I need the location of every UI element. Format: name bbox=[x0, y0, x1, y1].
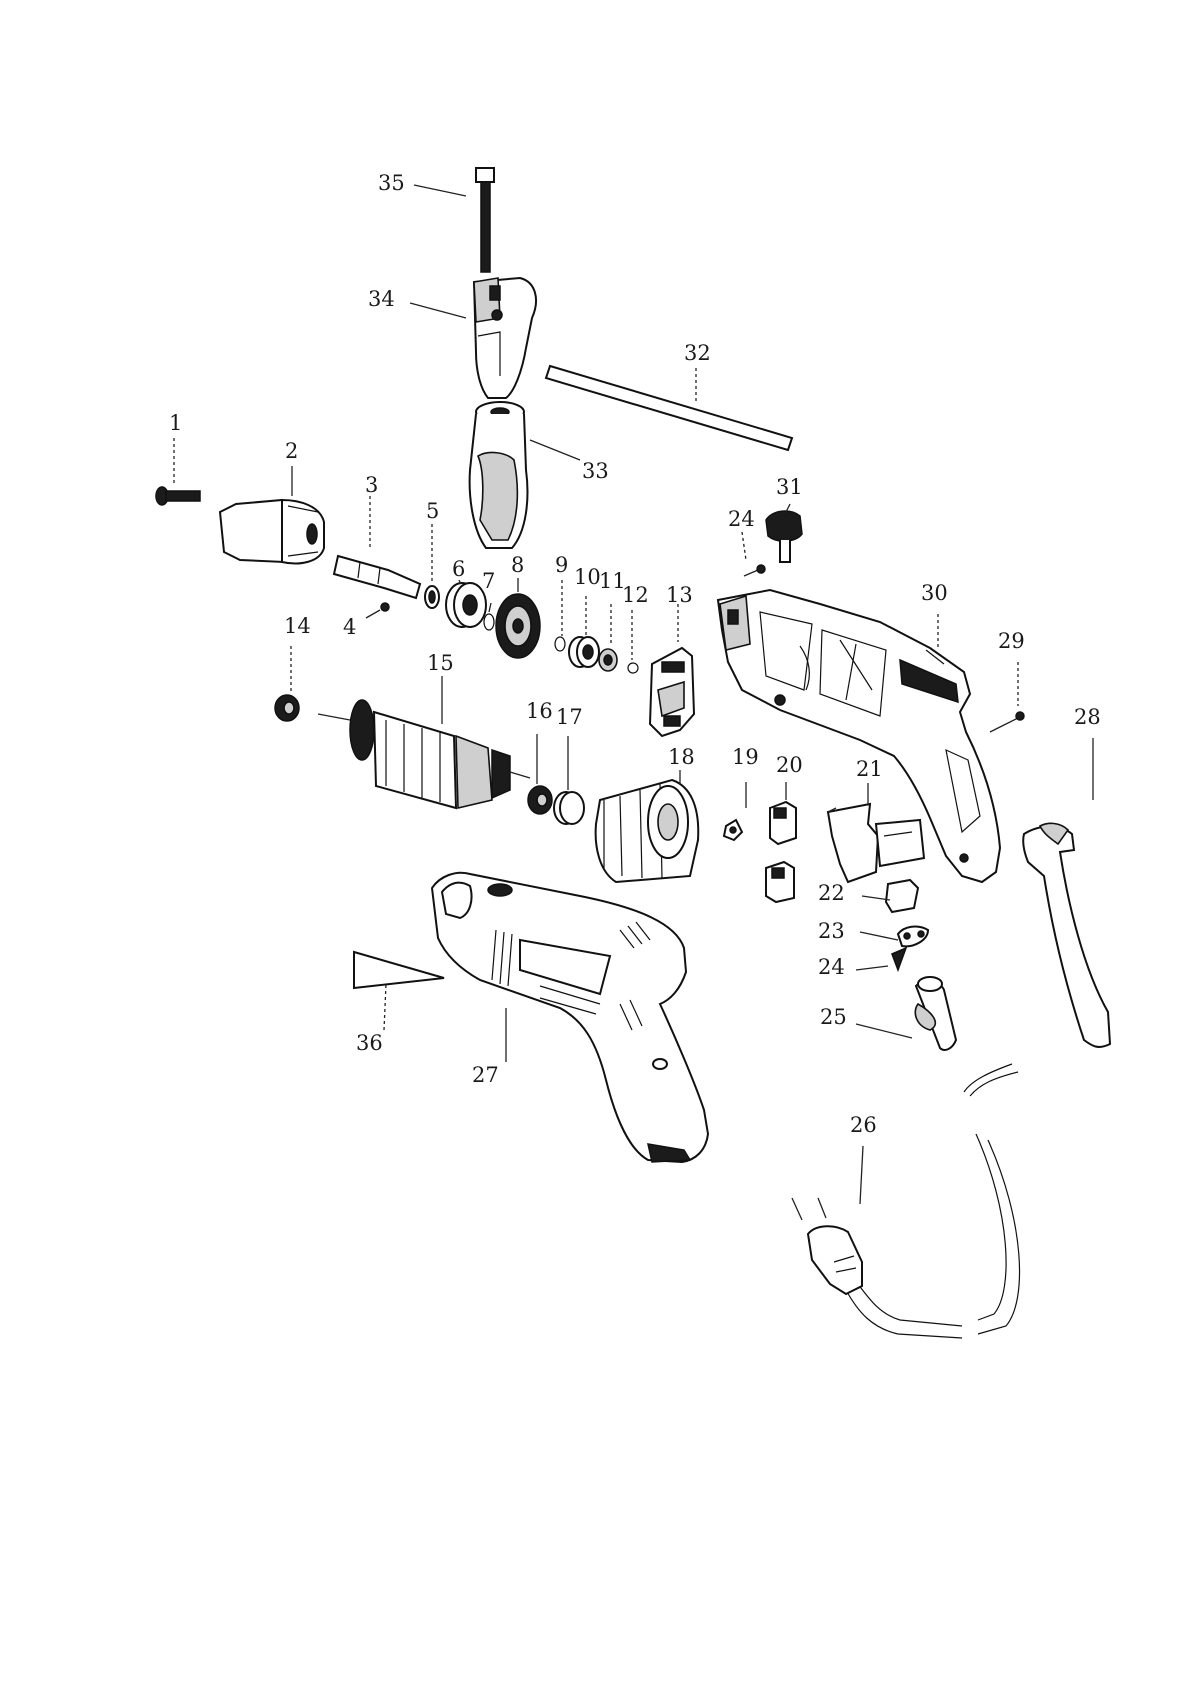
drill-chuck-2 bbox=[220, 500, 324, 563]
bearing-14 bbox=[275, 695, 299, 721]
label-6: 6 bbox=[452, 557, 465, 581]
label-14: 14 bbox=[284, 614, 311, 638]
pin-4 bbox=[381, 603, 389, 611]
label-25: 25 bbox=[820, 1005, 847, 1029]
label-4: 4 bbox=[343, 615, 356, 639]
power-cord-26 bbox=[846, 1064, 1020, 1338]
label-31: 31 bbox=[776, 475, 803, 499]
bushing-11 bbox=[599, 649, 617, 671]
label-22: 22 bbox=[818, 881, 845, 905]
label-15: 15 bbox=[427, 651, 454, 675]
power-plug-26 bbox=[792, 1198, 862, 1294]
label-2: 2 bbox=[285, 439, 298, 463]
brush-holder-20-upper bbox=[770, 802, 796, 844]
cord-clamp-23 bbox=[898, 927, 928, 947]
gear-cover-13 bbox=[650, 648, 694, 736]
label-30: 30 bbox=[921, 581, 948, 605]
housing-half-27 bbox=[432, 873, 708, 1162]
handle-clamp-34 bbox=[474, 278, 536, 398]
label-33: 33 bbox=[582, 459, 609, 483]
label-7: 7 bbox=[482, 569, 495, 593]
brush-holder-20-lower bbox=[766, 862, 794, 902]
block-22 bbox=[886, 880, 918, 912]
side-handle-33 bbox=[470, 402, 528, 548]
label-18: 18 bbox=[668, 745, 695, 769]
label-29: 29 bbox=[998, 629, 1025, 653]
gear-8 bbox=[496, 594, 540, 658]
bolt-35 bbox=[476, 168, 494, 272]
label-26: 26 bbox=[850, 1113, 877, 1137]
label-23: 23 bbox=[818, 919, 845, 943]
screw-29 bbox=[990, 712, 1024, 732]
label-19: 19 bbox=[732, 745, 759, 769]
label-3: 3 bbox=[365, 473, 378, 497]
ring-9 bbox=[555, 637, 565, 651]
ball-12 bbox=[628, 663, 638, 673]
screw-24-upper bbox=[744, 565, 765, 576]
label-36: 36 bbox=[356, 1031, 383, 1055]
label-32: 32 bbox=[684, 341, 711, 365]
label-16: 16 bbox=[526, 699, 553, 723]
label-35: 35 bbox=[378, 171, 405, 195]
label-24-upper: 24 bbox=[728, 507, 755, 531]
screw-24-lower bbox=[892, 948, 906, 970]
label-10: 10 bbox=[574, 565, 601, 589]
label-9: 9 bbox=[555, 553, 568, 577]
armature-15 bbox=[318, 700, 530, 808]
spindle-3 bbox=[334, 556, 420, 598]
knob-31 bbox=[766, 511, 802, 562]
bearing-16 bbox=[528, 786, 552, 814]
label-27: 27 bbox=[472, 1063, 499, 1087]
ring-5 bbox=[425, 586, 439, 608]
bushing-10 bbox=[569, 637, 599, 667]
ring-7 bbox=[484, 614, 494, 630]
stator-18 bbox=[596, 780, 699, 882]
label-5: 5 bbox=[426, 499, 439, 523]
label-24-lower: 24 bbox=[818, 955, 845, 979]
handle-cover-28 bbox=[1023, 823, 1110, 1047]
label-8: 8 bbox=[511, 553, 524, 577]
sleeve-17 bbox=[554, 792, 584, 824]
label-17: 17 bbox=[556, 705, 583, 729]
label-28: 28 bbox=[1074, 705, 1101, 729]
switch-21 bbox=[828, 804, 924, 882]
label-13: 13 bbox=[666, 583, 693, 607]
label-12: 12 bbox=[622, 583, 649, 607]
chuck-screw-1 bbox=[156, 487, 200, 505]
cord-guard-25 bbox=[915, 977, 956, 1050]
depth-rod-32 bbox=[546, 366, 792, 450]
clip-19 bbox=[724, 820, 742, 840]
label-1: 1 bbox=[169, 411, 182, 435]
label-36 bbox=[354, 952, 444, 988]
bearing-6 bbox=[446, 583, 486, 627]
label-34: 34 bbox=[368, 287, 395, 311]
label-21: 21 bbox=[856, 757, 883, 781]
label-20: 20 bbox=[776, 753, 803, 777]
